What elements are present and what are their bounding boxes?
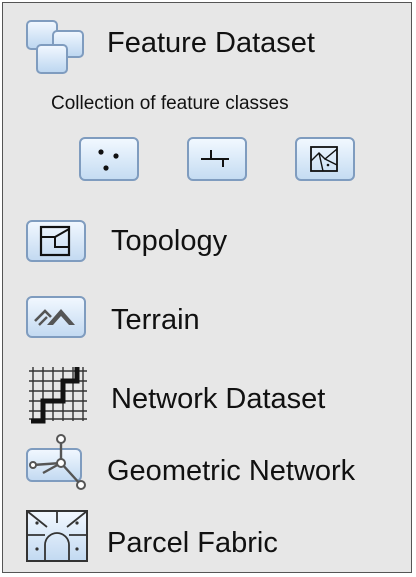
feature-dataset-label: Feature Dataset <box>107 26 315 59</box>
network-dataset-label: Network Dataset <box>111 382 326 415</box>
terrain-icon <box>25 295 87 339</box>
line-feature-class-icon <box>187 137 247 181</box>
topology-icon <box>25 219 87 263</box>
polygon-feature-class-icon <box>295 137 355 181</box>
geometric-network-label: Geometric Network <box>107 454 356 487</box>
geometric-network-icon <box>25 433 91 495</box>
feature-dataset-icon <box>25 19 87 77</box>
parcel-fabric-label: Parcel Fabric <box>107 526 278 559</box>
feature-classes-caption: Collection of feature classes <box>51 93 289 114</box>
parcel-fabric-icon <box>25 509 89 563</box>
terrain-label: Terrain <box>111 303 200 336</box>
dataset-types-panel: Feature Dataset Collection of feature cl… <box>2 2 412 573</box>
topology-label: Topology <box>111 224 228 257</box>
network-dataset-icon <box>27 363 91 425</box>
point-feature-class-icon <box>79 137 139 181</box>
